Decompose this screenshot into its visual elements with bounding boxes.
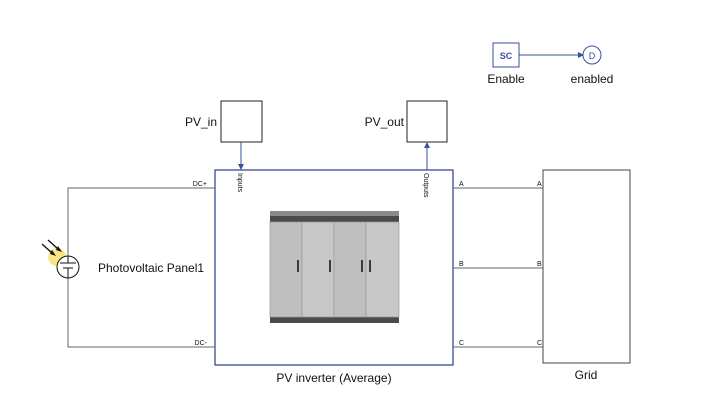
pv-out-arrowhead-icon bbox=[424, 142, 430, 148]
port-outputs-label: Outputs bbox=[422, 173, 429, 198]
pv-cell-plates-icon bbox=[60, 256, 76, 278]
pv-in-block[interactable] bbox=[220, 100, 263, 143]
port-dc-plus-label: DC+ bbox=[193, 181, 207, 188]
enabled-caption: enabled bbox=[571, 72, 614, 86]
inverter-port-c-label: C bbox=[459, 340, 464, 347]
grid-port-b-label: B bbox=[537, 261, 542, 268]
enabled-display-block[interactable]: D bbox=[582, 45, 602, 65]
enable-caption: Enable bbox=[487, 72, 525, 86]
inverter-port-a-label: A bbox=[459, 181, 464, 188]
grid-port-c-label: C bbox=[537, 340, 542, 347]
pv-panel-caption: Photovoltaic Panel1 bbox=[98, 261, 204, 275]
light-rays-icon bbox=[41, 239, 59, 254]
dc-minus-wire bbox=[67, 278, 215, 348]
grid-port-a-label: A bbox=[537, 181, 542, 188]
ray-arrow-icon-2 bbox=[56, 246, 62, 252]
photovoltaic-panel[interactable] bbox=[41, 239, 80, 279]
pv-inverter-caption: PV inverter (Average) bbox=[276, 371, 391, 385]
enable-source-label: SC bbox=[500, 51, 513, 61]
inverter-cabinet-image bbox=[269, 211, 400, 323]
ray-arrow-icon-1 bbox=[50, 250, 56, 256]
inverter-port-b-label: B bbox=[459, 261, 464, 268]
pv-out-block[interactable] bbox=[406, 100, 448, 143]
port-dc-minus-label: DC- bbox=[195, 340, 208, 347]
dc-plus-wire bbox=[67, 187, 215, 256]
enable-arrowhead-icon bbox=[578, 52, 584, 58]
grid-caption: Grid bbox=[575, 368, 598, 382]
grid-block[interactable] bbox=[542, 169, 631, 364]
enable-source-block[interactable]: SC bbox=[492, 42, 520, 68]
port-inputs-label: Inputs bbox=[236, 173, 243, 193]
pv-in-arrowhead-icon bbox=[238, 164, 244, 170]
enabled-display-label: D bbox=[589, 51, 596, 61]
pv-in-label: PV_in bbox=[185, 115, 217, 129]
pv-out-label: PV_out bbox=[365, 115, 405, 129]
